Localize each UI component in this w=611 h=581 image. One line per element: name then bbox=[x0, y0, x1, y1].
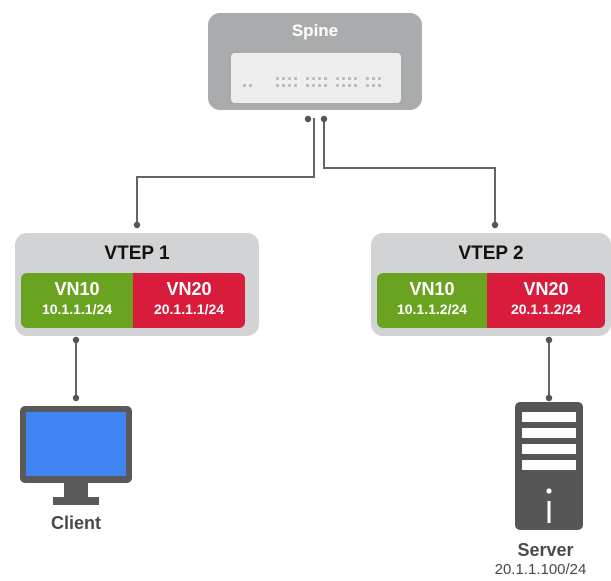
vtep-1-vn20-segment: VN20 20.1.1.1/24 bbox=[133, 273, 245, 328]
vtep-2-title: VTEP 2 bbox=[458, 243, 524, 264]
port-led bbox=[348, 77, 351, 80]
server-label: Server bbox=[517, 540, 574, 560]
port-led bbox=[306, 84, 309, 87]
vn-ip: 10.1.1.1/24 bbox=[41, 301, 113, 317]
vn-ip: 20.1.1.1/24 bbox=[153, 301, 225, 317]
vn-ip: 10.1.1.2/24 bbox=[396, 301, 468, 317]
port-led bbox=[312, 84, 315, 87]
port-led bbox=[243, 84, 246, 87]
server-tower-icon bbox=[515, 402, 583, 530]
port-led bbox=[318, 77, 321, 80]
port-led bbox=[366, 77, 369, 80]
port-led bbox=[276, 77, 279, 80]
vn-name: VN10 bbox=[409, 279, 455, 299]
port-led bbox=[318, 84, 321, 87]
port-led bbox=[306, 77, 309, 80]
vtep-1-box: VTEP 1 VN10 10.1.1.1/24 VN20 20.1.1.1/24 bbox=[15, 233, 259, 336]
client-label: Client bbox=[50, 513, 101, 533]
port-led bbox=[249, 84, 252, 87]
port-led bbox=[366, 84, 369, 87]
port-led bbox=[342, 77, 345, 80]
spine-port-panel bbox=[231, 53, 401, 103]
port-dot bbox=[545, 394, 553, 402]
port-led bbox=[336, 84, 339, 87]
port-dot bbox=[304, 115, 312, 123]
link-spine-vtep2 bbox=[323, 118, 496, 225]
port-led bbox=[312, 77, 315, 80]
monitor-icon bbox=[20, 406, 132, 505]
vn-name: VN20 bbox=[523, 279, 569, 299]
vtep-1-title: VTEP 1 bbox=[104, 243, 170, 264]
port-led bbox=[276, 84, 279, 87]
port-dot bbox=[491, 221, 499, 229]
port-led bbox=[294, 77, 297, 80]
vn-name: VN20 bbox=[166, 279, 212, 299]
vtep-2-vn10-segment: VN10 10.1.1.2/24 bbox=[377, 273, 487, 328]
vtep-2-vn20-segment: VN20 20.1.1.2/24 bbox=[487, 273, 605, 328]
port-led bbox=[288, 84, 291, 87]
port-led bbox=[372, 84, 375, 87]
port-led bbox=[282, 77, 285, 80]
port-dot bbox=[545, 336, 553, 344]
vn-ip: 20.1.1.2/24 bbox=[510, 301, 582, 317]
port-led bbox=[324, 77, 327, 80]
port-led bbox=[354, 84, 357, 87]
port-dot bbox=[72, 394, 80, 402]
port-led bbox=[348, 84, 351, 87]
port-led bbox=[342, 84, 345, 87]
port-led bbox=[378, 77, 381, 80]
port-dot bbox=[320, 115, 328, 123]
port-led bbox=[378, 84, 381, 87]
port-led bbox=[354, 77, 357, 80]
link-spine-vtep1 bbox=[136, 118, 315, 225]
port-dot bbox=[72, 336, 80, 344]
spine-switch: Spine bbox=[208, 13, 422, 110]
vn-name: VN10 bbox=[54, 279, 100, 299]
vtep-1-vn10-segment: VN10 10.1.1.1/24 bbox=[21, 273, 133, 328]
port-led bbox=[282, 84, 285, 87]
port-dot bbox=[133, 221, 141, 229]
port-led bbox=[294, 84, 297, 87]
server-ip-address: 20.1.1.100/24 bbox=[494, 561, 587, 578]
vtep-2-box: VTEP 2 VN10 10.1.1.2/24 VN20 20.1.1.2/24 bbox=[371, 233, 611, 336]
port-led bbox=[372, 77, 375, 80]
spine-title: Spine bbox=[291, 21, 339, 40]
port-led bbox=[324, 84, 327, 87]
port-led bbox=[288, 77, 291, 80]
port-led bbox=[336, 77, 339, 80]
